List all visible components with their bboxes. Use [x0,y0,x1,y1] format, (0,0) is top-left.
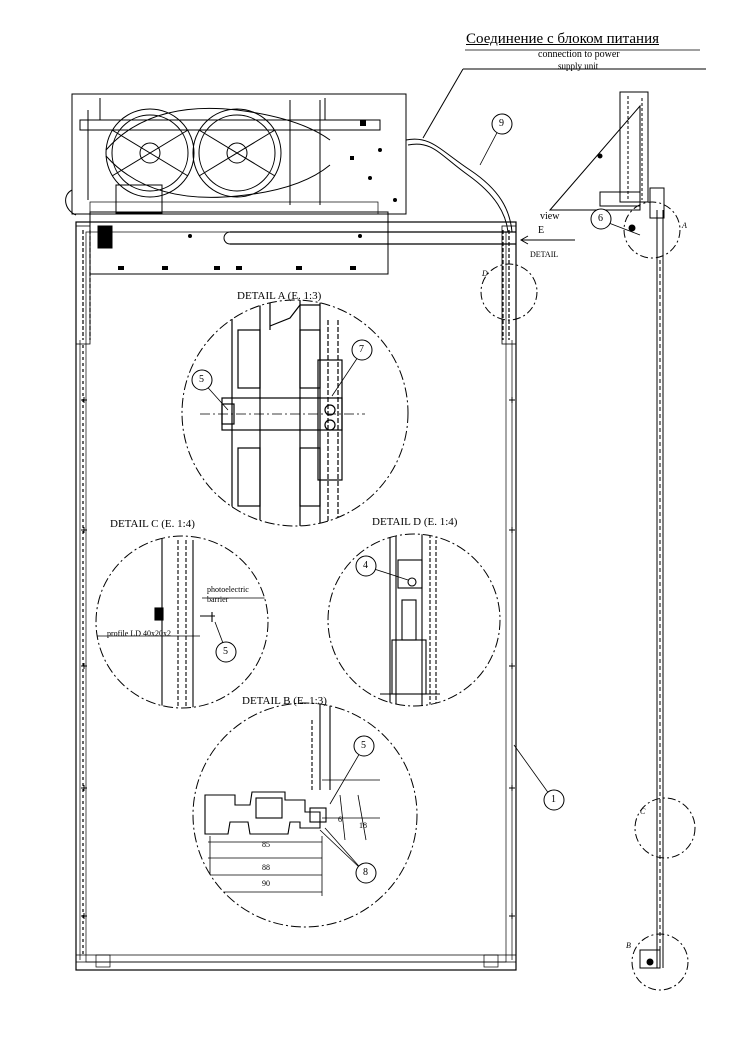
callout-4: 4 [363,560,368,571]
callout-5-c: 5 [223,646,228,657]
callout-9: 9 [499,118,504,129]
header-subtitle-line1: connection to power [538,49,620,60]
detail-c [95,535,269,709]
callout-balloons [191,113,612,884]
dimension-88: 88 [262,863,270,872]
callout-5-a: 5 [199,374,204,385]
side-letter-d: D [482,269,488,278]
detail-a [181,299,409,527]
dimension-6: 6 [338,815,342,824]
power-cable [65,138,513,233]
mechanism-holes [106,120,397,270]
side-letter-b: B [626,941,631,950]
detail-d [327,533,501,707]
detail-b-title: DETAIL B (E. 1:3) [242,695,327,707]
header-leader [422,49,706,139]
view-arrow [519,235,575,245]
callout-8: 8 [363,867,368,878]
photoelectric-label-2: barrier [207,595,229,604]
detail-d-title: DETAIL D (E. 1:4) [372,516,458,528]
detail-b [192,702,418,928]
header-subtitle-line2: supply unit [558,61,599,71]
callout-5-b: 5 [361,740,366,751]
callout-7: 7 [359,344,364,355]
dimension-85: 85 [262,840,270,849]
dimension-18: 18 [359,821,367,830]
drive-mechanism [71,93,516,275]
detail-c-title: DETAIL C (E. 1:4) [110,518,195,530]
edge-markers [81,397,515,919]
side-letter-a: A [682,221,687,230]
side-view [548,91,696,991]
detail-d-marker [480,263,538,321]
callout-6: 6 [598,213,603,224]
side-letter-c: C [640,807,646,816]
view-detail-word: DETAIL [530,250,559,259]
dimension-90: 90 [262,879,270,888]
detail-a-title: DETAIL A (E. 1:3) [237,290,322,302]
view-word: view [540,211,560,222]
view-letter: E [538,225,545,236]
profile-label: profile LD 40x20x2 [107,629,171,638]
callout-1: 1 [551,794,556,805]
header-title: Соединение с блоком питания [466,31,659,47]
photoelectric-label-1: photoelectric [207,585,249,594]
